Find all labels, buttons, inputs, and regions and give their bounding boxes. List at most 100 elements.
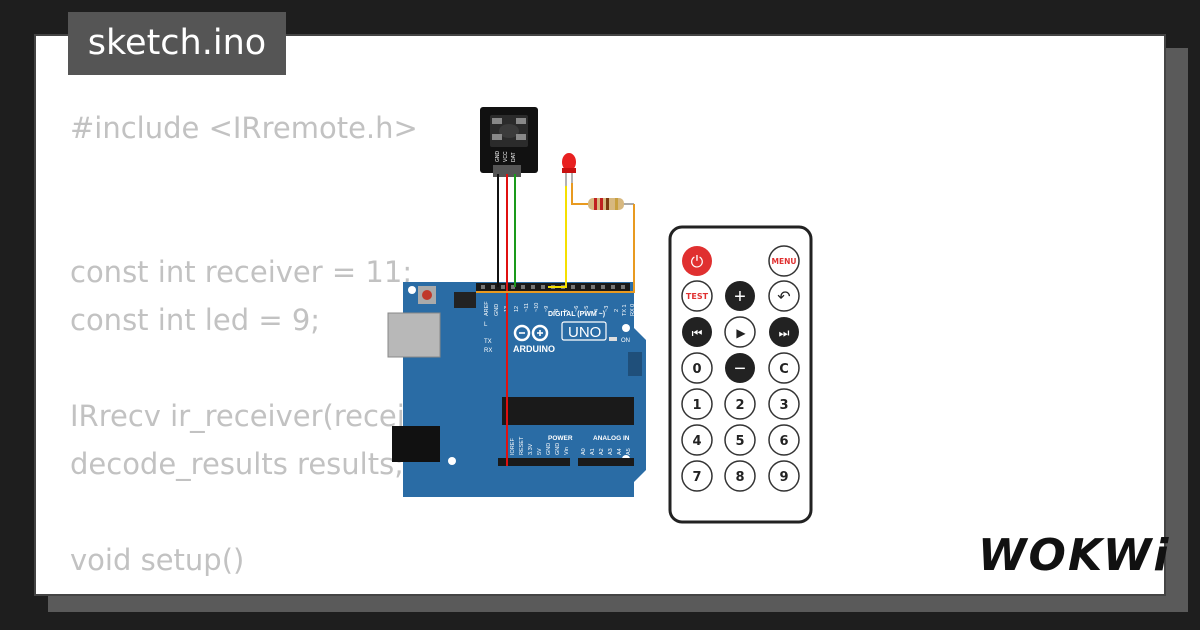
digit-button-9[interactable] — [768, 460, 800, 492]
digital-label: DIGITAL (PWM ~) — [548, 311, 605, 318]
prev-icon: ⏮ — [692, 326, 703, 340]
pin-label: 7 — [564, 309, 570, 312]
ir-receiver[interactable]: GND VCC DAT — [480, 107, 538, 177]
code-line: void setup() — [70, 543, 245, 577]
ir-pad — [516, 118, 526, 124]
digit-button-2[interactable] — [724, 388, 756, 420]
clear-label: C — [779, 362, 789, 377]
reset-button[interactable] — [422, 290, 432, 300]
prev-button[interactable] — [682, 317, 712, 347]
wire-led-resistor — [571, 183, 588, 205]
pin-label: 4 — [594, 309, 600, 312]
digit-button-8[interactable] — [724, 460, 756, 492]
pin-label: 12 — [514, 306, 520, 312]
analog-label: ANALOG IN — [593, 435, 630, 442]
pin-label: GND — [546, 443, 552, 455]
mount-hole — [622, 324, 630, 332]
ir-pin-label: DAT — [511, 152, 517, 162]
digit-button-0[interactable] — [681, 352, 713, 384]
resistor-band — [594, 198, 597, 210]
power-icon: ⏻ — [691, 254, 704, 271]
clear-button[interactable] — [768, 352, 800, 384]
pin-label: ~6 — [574, 306, 580, 312]
play-icon: ▶ — [736, 326, 746, 340]
digit-label: 7 — [692, 470, 701, 485]
tx-label: TX — [484, 339, 492, 345]
digit-button-6[interactable] — [768, 424, 800, 456]
code-line: decode_results results; — [70, 447, 404, 481]
on-label: ON — [621, 338, 630, 344]
power-header — [498, 458, 570, 466]
minus-button[interactable] — [725, 353, 755, 383]
arduino-uno[interactable]: AREF GND 13 12 ~11 ~10 ~9 8 7 ~6 ~5 4 ~3… — [387, 282, 646, 497]
pin-label: ~9 — [544, 306, 550, 312]
mount-hole — [448, 457, 456, 465]
digit-label: 9 — [779, 470, 788, 485]
digital-pin-labels: 13 12 ~11 ~10 ~9 8 7 ~6 ~5 4 ~3 2 TX 1 R… — [504, 303, 636, 316]
gnd-label: GND — [494, 304, 500, 316]
led-l-label: L — [484, 322, 488, 328]
analog-pin-labels: A0 A1 A2 A3 A4 A5 — [581, 448, 632, 455]
ir-remote[interactable]: ⏻ MENU TEST + ↶ ⏮ ▶ ⏭ 0 − C 1 2 3 4 5 — [668, 225, 813, 524]
file-tab[interactable]: sketch.ino — [68, 12, 286, 75]
pin-label: 8 — [554, 309, 560, 312]
next-icon: ⏭ — [779, 326, 790, 340]
code-line: #include <IRremote.h> — [70, 111, 418, 145]
brand-label: ARDUINO — [513, 344, 555, 354]
code-line: const int led = 9; — [70, 303, 321, 337]
arduino-pcb — [403, 282, 646, 497]
ir-pin-label: VCC — [503, 151, 509, 162]
rx-label: RX — [484, 348, 492, 354]
resistor[interactable] — [576, 198, 634, 210]
resistor-band — [606, 198, 609, 210]
ir-sensor-lens — [499, 124, 519, 138]
next-button[interactable] — [769, 317, 799, 347]
power-button[interactable] — [682, 246, 712, 276]
pin-label: A1 — [590, 448, 596, 455]
digit-label: 5 — [735, 434, 744, 449]
on-led — [609, 337, 617, 341]
ir-pad — [516, 134, 526, 140]
wire-yellow — [548, 186, 567, 288]
menu-button[interactable] — [768, 245, 800, 277]
digit-button-1[interactable] — [681, 388, 713, 420]
arduino-logo-icon — [513, 324, 549, 342]
red-led[interactable] — [562, 153, 576, 186]
pin-label: A0 — [581, 448, 587, 455]
led-body — [562, 153, 576, 171]
digit-button-4[interactable] — [681, 424, 713, 456]
digit-label: 6 — [779, 434, 788, 449]
icsp2-header — [628, 352, 642, 376]
play-button[interactable] — [724, 316, 756, 348]
pin-label: IOREF — [510, 438, 516, 455]
pin-label: A5 — [626, 448, 632, 455]
digit-label: 3 — [779, 398, 788, 413]
ir-pad — [492, 118, 502, 124]
test-label: TEST — [686, 292, 709, 301]
pin-label: TX 1 — [622, 304, 628, 316]
menu-label: MENU — [772, 257, 797, 266]
analog-header — [578, 458, 634, 466]
pin-label: GND — [555, 443, 561, 455]
digit-label: 8 — [735, 470, 744, 485]
uno-box — [561, 321, 607, 341]
ir-pin-label: GND — [495, 151, 501, 163]
pin-label: A4 — [617, 448, 623, 455]
power-pin-labels: IOREF RESET 3.3V 5V GND GND Vin — [510, 436, 570, 455]
pin-label: RESET — [519, 436, 525, 455]
pin-label: RX 0 — [630, 304, 636, 316]
pin-label: ~5 — [584, 306, 590, 312]
code-editor: #include <IRremote.h> const int receiver… — [70, 104, 473, 594]
digit-button-3[interactable] — [768, 388, 800, 420]
back-button[interactable] — [768, 280, 800, 312]
resistor-band — [615, 198, 618, 210]
digit-button-7[interactable] — [681, 460, 713, 492]
pin-label: A2 — [599, 448, 605, 455]
plus-button[interactable] — [725, 281, 755, 311]
pin-label: 3.3V — [528, 443, 534, 455]
test-button[interactable] — [681, 280, 713, 312]
digit-button-5[interactable] — [724, 424, 756, 456]
ir-pad — [492, 134, 502, 140]
resistor-band — [600, 198, 603, 210]
